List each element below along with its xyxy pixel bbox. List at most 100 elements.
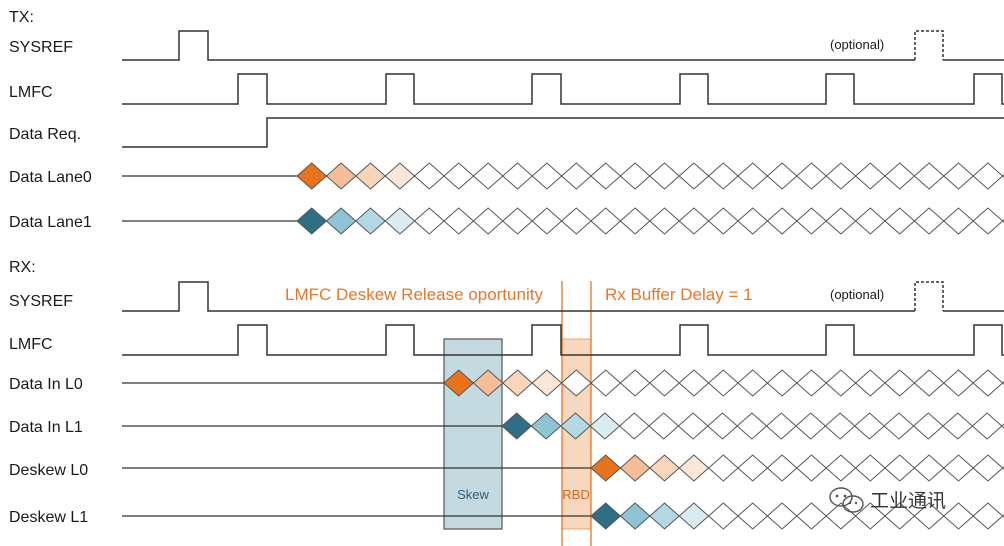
wechat-logo-icon bbox=[829, 487, 864, 513]
rx-in-l1-label: Data In L1 bbox=[9, 419, 83, 436]
tx-data-req-wave bbox=[122, 117, 1004, 148]
rx-in-l1-symbol bbox=[530, 412, 562, 440]
release-opportunity-label: LMFC Deskew Release oportunity bbox=[285, 285, 543, 304]
tx-lane0-symbol bbox=[325, 162, 357, 190]
rx-in-l1-symbol bbox=[618, 412, 650, 440]
rx-deskew-l0-symbol bbox=[884, 454, 916, 482]
tx-lane1-symbol bbox=[678, 207, 710, 235]
rx-in-l1-symbol bbox=[854, 412, 885, 440]
rx-in-l0-symbol bbox=[766, 369, 798, 397]
rx-deskew-l0-symbol bbox=[737, 454, 769, 482]
watermark: 工业通讯 bbox=[829, 487, 946, 513]
rx-deskew-l1-label: Deskew L1 bbox=[9, 509, 88, 526]
rx-in-l0-symbol bbox=[825, 369, 857, 397]
tx-heading: TX: bbox=[9, 9, 34, 26]
waveforms bbox=[122, 30, 1004, 356]
rx-in-l1-symbol bbox=[912, 412, 944, 440]
rx-deskew-l0-symbol bbox=[619, 454, 651, 482]
rx-deskew-l0-symbol bbox=[972, 454, 1004, 482]
tx-lane0-symbol bbox=[619, 162, 651, 190]
rx-in-l0-symbol bbox=[502, 369, 533, 397]
rx-deskew-l1-symbol bbox=[943, 502, 974, 530]
tx-lane0-symbol bbox=[384, 162, 416, 190]
rx-deskew-l1-symbol bbox=[825, 502, 857, 530]
tx-lane0-symbol bbox=[590, 162, 622, 190]
rx-deskew-l1-symbol bbox=[707, 502, 739, 530]
tx-lane1-symbol bbox=[472, 207, 504, 235]
rx-in-l0-symbol bbox=[649, 369, 680, 397]
rx-sysref-wave bbox=[122, 281, 915, 312]
rx-in-l1-symbol bbox=[1001, 423, 1004, 429]
rx-in-l1-symbol bbox=[765, 412, 797, 440]
tx-lane0-symbol bbox=[943, 162, 974, 190]
rx-in-l0-symbol bbox=[678, 369, 710, 397]
tx-lane1-symbol bbox=[796, 207, 827, 235]
data-lanes bbox=[122, 162, 1004, 530]
tx-lane0-symbol bbox=[766, 162, 798, 190]
rx-deskew-l1-symbol bbox=[766, 502, 798, 530]
rx-in-l1-symbol bbox=[648, 412, 680, 440]
rx-in-l0-symbol bbox=[972, 369, 1004, 397]
tx-lane0-symbol bbox=[355, 162, 386, 190]
skew-label: Skew bbox=[457, 487, 489, 502]
tx-lane0-symbol bbox=[884, 162, 916, 190]
rx-deskew-l0-symbol bbox=[590, 454, 622, 482]
tx-lane1-symbol bbox=[737, 207, 769, 235]
rx-deskew-l1-symbol bbox=[737, 502, 769, 530]
tx-lane0-symbol bbox=[737, 162, 769, 190]
rx-in-l0-symbol bbox=[854, 369, 886, 397]
rx-in-l0-symbol bbox=[707, 369, 739, 397]
rx-in-l1-symbol bbox=[883, 412, 915, 440]
rx-in-l0-symbol bbox=[884, 369, 916, 397]
tx-lane1-symbol bbox=[766, 207, 798, 235]
rx-deskew-l0-symbol bbox=[649, 454, 680, 482]
tx-lane0-symbol bbox=[502, 162, 533, 190]
skew-box bbox=[443, 338, 503, 530]
rx-in-l1-symbol bbox=[589, 412, 621, 440]
rx-in-l1-symbol bbox=[501, 412, 533, 440]
tx-lane0-symbol bbox=[531, 162, 563, 190]
tx-lane0-symbol bbox=[472, 162, 504, 190]
rx-deskew-l0-symbol bbox=[766, 454, 798, 482]
rx-deskew-l0-symbol bbox=[913, 454, 945, 482]
rx-in-l1-symbol bbox=[795, 412, 827, 440]
tx-lane0-symbol bbox=[796, 162, 827, 190]
rx-lmfc-wave bbox=[122, 324, 1004, 356]
tx-lane0-symbol bbox=[296, 162, 328, 190]
tx-lane1-symbol bbox=[619, 207, 651, 235]
tx-lane1-symbol bbox=[707, 207, 739, 235]
tx-lane1-symbol bbox=[649, 207, 680, 235]
tx-lane1-symbol bbox=[413, 207, 445, 235]
rx-deskew-l1-symbol bbox=[590, 502, 622, 530]
tx-data-req-label: Data Req. bbox=[9, 126, 81, 143]
tx-optional-note: (optional) bbox=[830, 37, 884, 52]
rx-in-l1-symbol bbox=[971, 412, 1003, 440]
tx-lane0-symbol bbox=[413, 162, 445, 190]
tx-lmfc-label: LMFC bbox=[9, 84, 53, 101]
tx-lane0-symbol bbox=[913, 162, 945, 190]
tx-lane0-symbol bbox=[649, 162, 680, 190]
tx-lane1-symbol bbox=[972, 207, 1004, 235]
tx-lane1-symbol bbox=[443, 207, 475, 235]
rx-deskew-l0-symbol bbox=[825, 454, 857, 482]
tx-sysref-wave bbox=[122, 30, 915, 61]
rx-sysref-label: SYSREF bbox=[9, 293, 73, 310]
rx-in-l0-symbol bbox=[619, 369, 651, 397]
rx-in-l0-symbol bbox=[737, 369, 769, 397]
rx-in-l0-symbol bbox=[913, 369, 945, 397]
rx-deskew-l0-symbol bbox=[707, 454, 739, 482]
rx-in-l1-symbol bbox=[824, 412, 856, 440]
rx-deskew-l1-symbol bbox=[678, 502, 710, 530]
rx-in-l1-symbol bbox=[736, 412, 768, 440]
rx-in-l0-symbol bbox=[943, 369, 974, 397]
tx-sysref-label: SYSREF bbox=[9, 39, 73, 56]
tx-lane1-symbol bbox=[325, 207, 357, 235]
rx-in-l0-symbol bbox=[531, 369, 563, 397]
tx-lane0-symbol bbox=[443, 162, 475, 190]
tx-lane0-symbol bbox=[678, 162, 710, 190]
rx-in-l0-symbol bbox=[796, 369, 827, 397]
rx-deskew-l0-symbol bbox=[854, 454, 886, 482]
rx-deskew-l1-symbol bbox=[619, 502, 651, 530]
tx-lane1-symbol bbox=[854, 207, 886, 235]
